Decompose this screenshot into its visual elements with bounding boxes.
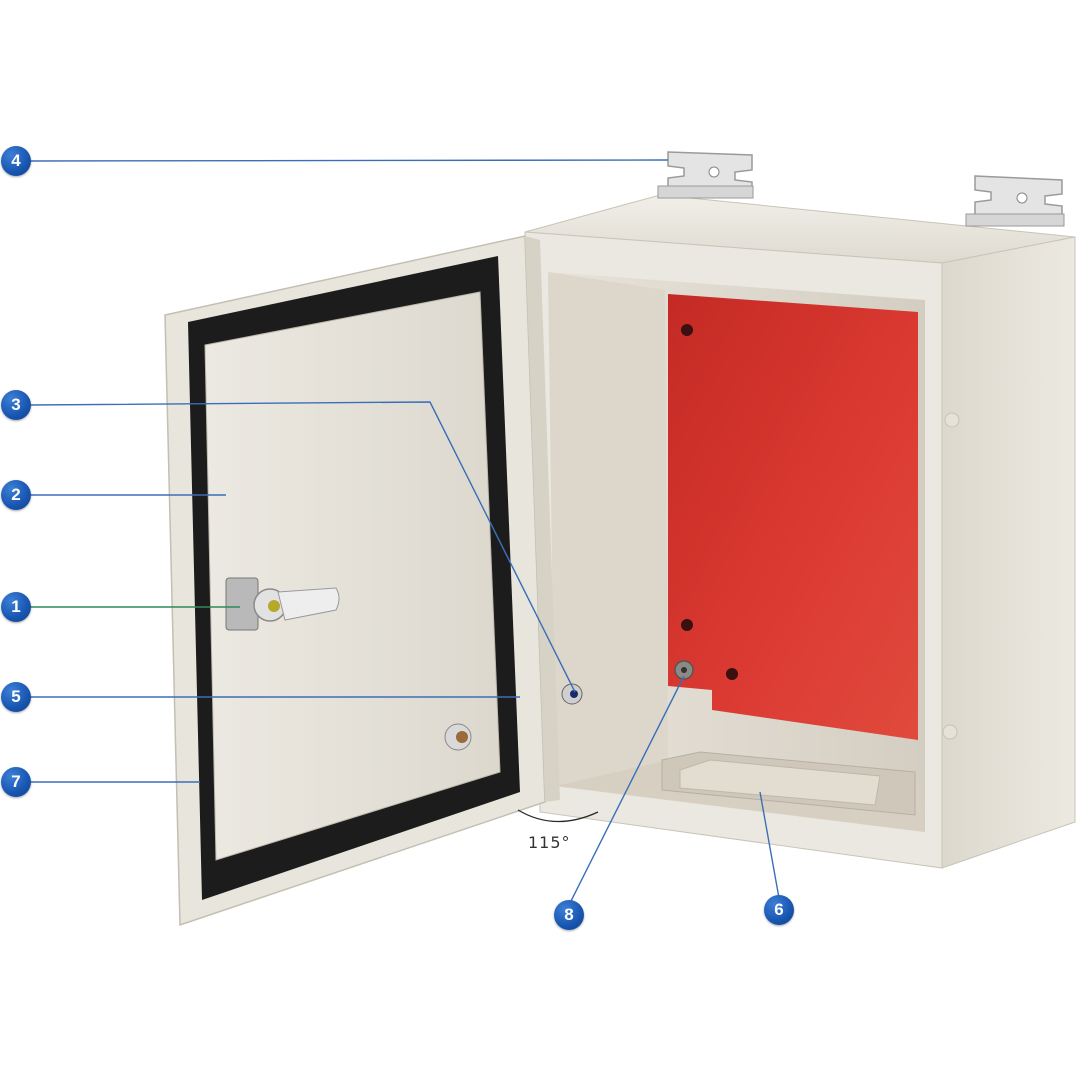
callout-6: 6 (764, 895, 794, 925)
cabinet-right-side (941, 236, 1076, 869)
leader-line-8 (568, 675, 685, 906)
plate-hole (681, 619, 693, 631)
door-ground-stud (444, 723, 472, 751)
callout-4: 4 (1, 146, 31, 176)
leader-line-4 (29, 159, 669, 162)
door-edge (525, 236, 560, 802)
plate-hole (681, 324, 693, 336)
door-angle-label: 115° (528, 833, 571, 852)
door-inner-panel (204, 291, 501, 861)
callout-1: 1 (1, 592, 31, 622)
angle-arc (517, 809, 599, 823)
callout-8: 8 (554, 900, 584, 930)
callout-7: 7 (1, 767, 31, 797)
mounting-plate (668, 294, 918, 740)
frame-ground-stud (561, 683, 583, 705)
mounting-bracket-right (965, 175, 1065, 227)
grounding-stud-center (681, 667, 687, 673)
callout-5: 5 (1, 682, 31, 712)
side-dimple (942, 724, 958, 740)
callout-2: 2 (1, 480, 31, 510)
leader-line-6 (759, 791, 780, 899)
side-dimple (944, 412, 960, 428)
cabinet-interior-left-wall (548, 272, 668, 786)
gland-plate-opening (679, 759, 881, 806)
plate-hole (726, 668, 738, 680)
door-lock-shape (225, 577, 340, 631)
callout-3: 3 (1, 390, 31, 420)
mounting-bracket-left (657, 151, 754, 199)
leader-line-3 (29, 401, 576, 693)
